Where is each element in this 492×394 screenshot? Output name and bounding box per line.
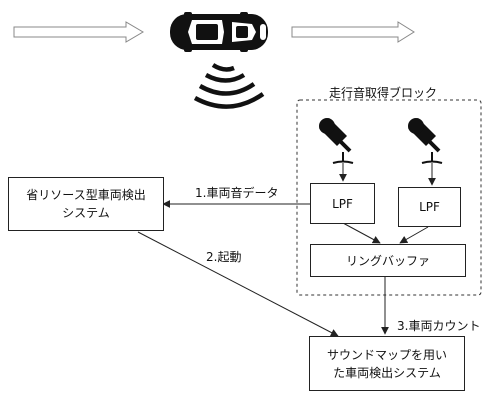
car-icon (170, 12, 268, 52)
ring-buffer-box: リングバッファ (310, 244, 466, 277)
acquisition-block-title: 走行音取得ブロック (329, 86, 438, 100)
lpf-right-label: LPF (419, 200, 440, 214)
ring-buffer-label: リングバッファ (345, 253, 430, 268)
right-arrow-icon (291, 21, 415, 43)
sound-map-system-line2: た車両検出システム (333, 365, 441, 380)
right-arrow-icon (13, 21, 144, 43)
microphone-icon (319, 118, 354, 164)
low-resource-system-box: 省リソース型車両検出 システム (8, 177, 164, 231)
edge-label-activation: 2.起動 (206, 250, 242, 264)
lpf-left-box: LPF (310, 183, 375, 224)
low-resource-system-line1: 省リソース型車両検出 (26, 188, 146, 202)
edge-label-vehicle-count: 3.車両カウント (397, 319, 481, 333)
sound-wave-icon (193, 63, 265, 109)
lpf-right-box: LPF (398, 187, 461, 227)
connector-lines (137, 163, 436, 337)
microphone-icon (408, 118, 443, 164)
sound-map-system-box: サウンドマップを用い た車両検出システム (309, 336, 465, 391)
acquisition-block-frame (296, 99, 482, 296)
lpf-left-label: LPF (332, 196, 353, 211)
low-resource-system-line2: システム (62, 206, 110, 220)
sound-map-system-line1: サウンドマップを用い (326, 347, 447, 362)
edge-label-vehicle-sound-data: 1.車両音データ (195, 186, 279, 200)
